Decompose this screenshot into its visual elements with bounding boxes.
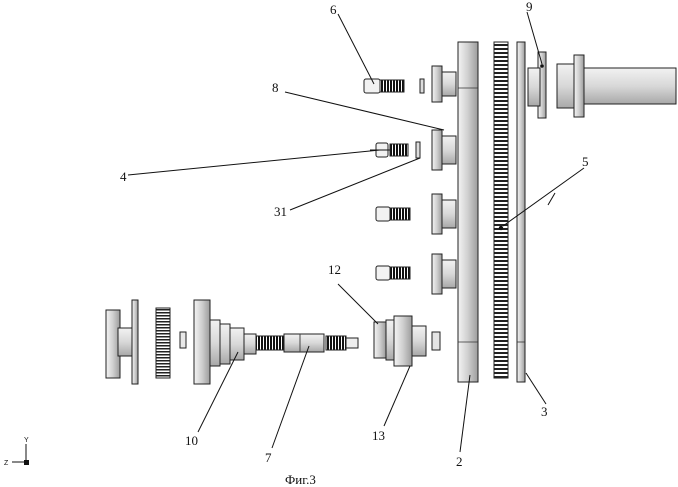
label-part-2: 2 (456, 454, 463, 469)
part-5-gear-ring (493, 41, 509, 379)
label-part-3: 3 (541, 404, 548, 419)
part-3-thin-plate (516, 41, 526, 383)
label-part-8: 8 (272, 80, 279, 95)
input-shaft-assembly (105, 299, 441, 385)
axis-y-label: Y (24, 437, 29, 444)
label-part-6: 6 (330, 2, 337, 17)
label-part-31: 31 (274, 204, 287, 219)
part-2-plate (457, 41, 479, 383)
bolt-row-4 (375, 253, 457, 295)
part-labels: 6 9 8 4 31 5 12 10 7 13 2 3 (120, 0, 589, 469)
axis-indicator: Y Z (4, 437, 29, 467)
axis-z-label: Z (4, 460, 9, 467)
figure-caption: Фиг.3 (285, 472, 316, 487)
bolt-row-3 (375, 193, 457, 235)
label-part-10: 10 (185, 433, 198, 448)
label-part-7: 7 (265, 450, 272, 465)
bolt-row-2 (370, 129, 457, 171)
part-9-output-shaft (527, 51, 677, 119)
leader-lines (127, 11, 585, 453)
label-part-13: 13 (372, 428, 385, 443)
label-part-9: 9 (526, 0, 533, 14)
bolt-row-1 (363, 65, 457, 103)
label-part-4: 4 (120, 169, 127, 184)
label-part-12: 12 (328, 262, 341, 277)
label-part-5: 5 (582, 154, 589, 169)
